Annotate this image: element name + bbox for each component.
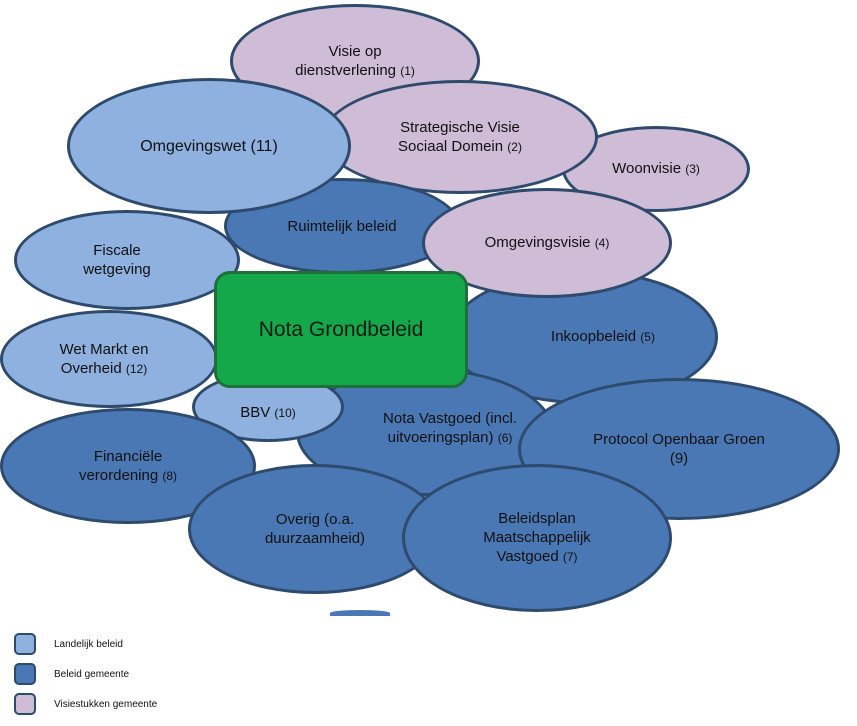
center-title: Nota Grondbeleid xyxy=(258,317,424,341)
legend-item-landelijk: Landelijk beleid xyxy=(14,633,123,655)
bubble-fiscale-wetgeving: Fiscale wetgeving xyxy=(14,210,240,310)
legend-label-gemeente: Beleid gemeente xyxy=(54,668,130,680)
bubble-strategische-visie: Strategische Visie Sociaal Domein (2) xyxy=(322,80,598,194)
bubble-overig: Overig (o.a. duurzaamheid) xyxy=(188,464,442,594)
bubble-financiele-verordening: Financiële verordening (8) xyxy=(0,408,256,524)
center-box-nota-grondbeleid: Nota Grondbeleid xyxy=(214,271,468,388)
legend-swatch-gemeente xyxy=(14,663,36,685)
legend-item-visiestukken: Visiestukken gemeente xyxy=(14,693,157,715)
bubble-wet-markt-en-overheid: Wet Markt en Overheid (12) xyxy=(0,310,218,408)
legend-item-gemeente: Beleid gemeente xyxy=(14,663,129,685)
legend-label-visiestukken: Visiestukken gemeente xyxy=(54,698,158,710)
legend-swatch-landelijk xyxy=(14,633,36,655)
legend-swatch-visiestukken xyxy=(14,693,36,715)
legend-label-landelijk: Landelijk beleid xyxy=(54,638,123,650)
bubble-omgevingswet: Omgevingswet (11) xyxy=(67,78,351,214)
bubble-edge-fragment xyxy=(330,610,390,616)
bubble-beleidsplan-maatschappelijk-vastgoed: Beleidsplan Maatschappelijk Vastgoed (7) xyxy=(402,464,672,612)
bubble-ruimtelijk-beleid: Ruimtelijk beleid xyxy=(224,178,460,274)
